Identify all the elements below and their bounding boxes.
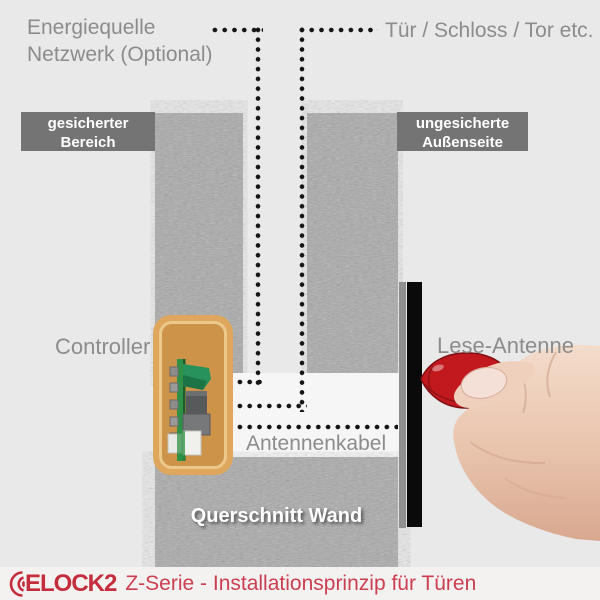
door-lock-label: Tür / Schloss / Tor etc. [385, 19, 594, 42]
wall-bottom-slab [155, 457, 398, 567]
unsecured-area-label-line1: ungesicherte [415, 115, 510, 132]
brand-name: ELOCK2 [25, 569, 117, 597]
secured-area-label: gesicherter Bereich [21, 112, 155, 151]
controller-board-icon [167, 359, 211, 461]
power-line-top-segment [210, 25, 263, 35]
door-line-connector-segment [235, 401, 307, 411]
thumbnail-shape [460, 366, 508, 400]
wall-right-column [307, 113, 398, 373]
brand-logo: ELOCK2 [8, 569, 117, 598]
energy-source-label-line1: Energiequelle [27, 16, 156, 39]
door-line-vertical-segment [297, 25, 307, 412]
secured-area-label-line2: Bereich [60, 134, 116, 151]
antenna-cable-label: Antennenkabel [246, 432, 387, 455]
unsecured-area-label: ungesicherte Außenseite [397, 112, 528, 151]
reader-antenna-bar [407, 282, 422, 527]
wall-cross-section-label: Querschnitt Wand [190, 505, 363, 527]
hand-with-transponder-image [420, 344, 600, 541]
signal-waves-icon [9, 570, 25, 597]
footer-subtitle: Z-Serie - Installationsprinzip für Türen [125, 571, 477, 595]
power-line-connector-segment [235, 377, 263, 387]
footer-banner: ELOCK2 Z-Serie - Installationsprinzip fü… [0, 567, 600, 600]
controller-box [153, 315, 233, 475]
energy-source-label-line2: Netzwerk (Optional) [27, 43, 213, 66]
controller-label: Controller [55, 334, 151, 359]
energy-source-label: Energiequelle Netzwerk (Optional) [27, 14, 213, 68]
secured-area-label-line1: gesicherter [47, 115, 129, 132]
door-line-top-segment [297, 25, 378, 35]
antenna-cable-line [235, 422, 398, 432]
antenna-mount-strip [399, 282, 406, 528]
reader-antenna-label: Lese-Antenne [437, 333, 574, 358]
unsecured-area-label-line2: Außenseite [422, 134, 503, 151]
power-line-vertical-segment [253, 25, 263, 388]
